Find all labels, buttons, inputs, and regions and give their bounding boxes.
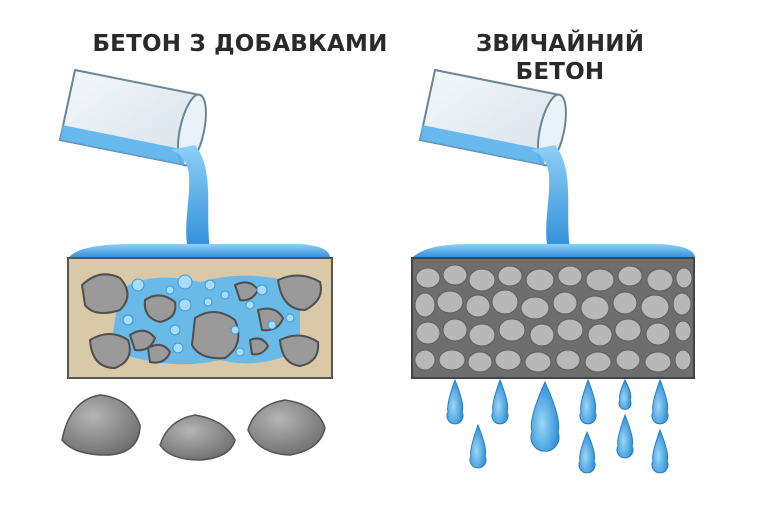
title-concrete-with-additives: БЕТОН З ДОБАВКАМИ	[92, 31, 388, 57]
water-stream	[170, 145, 210, 250]
water-drops	[446, 378, 669, 474]
title-regular-concrete: ЗВИЧАЙНИЙ БЕТОН	[430, 30, 690, 86]
right-panel-illustration	[411, 68, 695, 474]
title-line-2: БЕТОН	[515, 59, 605, 85]
title-line-1: ЗВИЧАЙНИЙ	[475, 31, 645, 57]
water-pool	[412, 244, 695, 258]
water-pool	[68, 244, 330, 258]
left-panel-illustration	[58, 68, 333, 461]
rocks-icon	[61, 394, 326, 461]
water-stream	[530, 145, 570, 250]
